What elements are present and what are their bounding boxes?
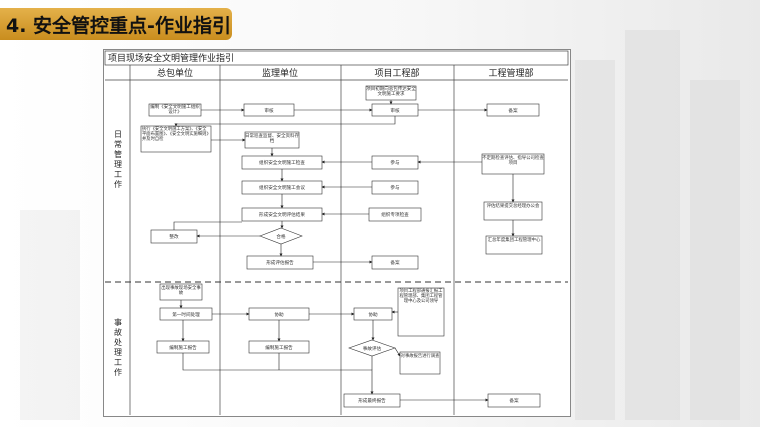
svg-text:编制施工报告: 编制施工报告 <box>169 344 197 351</box>
svg-text:组织安全文明施工会议: 组织安全文明施工会议 <box>259 184 305 191</box>
svg-text:形成安全文明评估结果: 形成安全文明评估结果 <box>259 211 305 218</box>
svg-text:事故评估: 事故评估 <box>363 345 382 352</box>
node-n10: 组织安全文明施工会议 <box>241 180 323 195</box>
flowchart-sheet: 项目现场安全文明管理作业指引 总包单位 监理单位 项目工程部 工程管理部 日常管… <box>103 49 571 417</box>
node-n15: 评估结果提交总经理办公会 <box>483 201 543 221</box>
svg-text:组织专项检查: 组织专项检查 <box>381 211 409 218</box>
slide-title: 4. 安全管控重点-作业指引 <box>6 14 231 37</box>
node-n13: 形成安全文明评估结果 <box>241 207 323 222</box>
node-n9: 参与 <box>371 155 419 170</box>
node-n8: 组织安全文明施工检查 <box>241 155 323 170</box>
svg-text:编制施工报告: 编制施工报告 <box>265 344 293 351</box>
node-n23: 协助 <box>248 307 310 321</box>
svg-text:合格: 合格 <box>276 233 286 240</box>
svg-text:备案: 备案 <box>390 259 400 266</box>
svg-text:第一时间处理: 第一时间处理 <box>172 311 200 318</box>
node-n30: 形成最终报告 <box>343 393 401 408</box>
node-n20: 备案 <box>371 255 419 270</box>
node-n25: 项目工程部通报汇报工程管理部、集团工程管理中心及公司领导 <box>397 287 445 337</box>
node-n4: 审核 <box>371 103 419 117</box>
svg-text:组织安全文明施工检查: 组织安全文明施工检查 <box>259 159 305 166</box>
svg-text:备案: 备案 <box>509 397 519 404</box>
node-n26: 编制施工报告 <box>156 340 210 354</box>
background-building <box>690 80 740 420</box>
svg-text:参与: 参与 <box>390 159 400 166</box>
node-n18: 汇总年度集团工程管理中心 <box>485 235 543 255</box>
svg-text:备案: 备案 <box>508 107 518 114</box>
svg-text:整改: 整改 <box>169 233 179 240</box>
node-n21: 出现事故现场安全事故 <box>159 283 203 301</box>
column-header-project-dept: 项目工程部 <box>374 67 419 79</box>
flowchart-title: 项目现场安全文明管理作业指引 <box>108 52 234 64</box>
node-n29: 对事故报告进行调查 <box>399 351 441 375</box>
node-n1: 项目初期向总包传达安全文明施工要求 <box>365 85 417 101</box>
section-label-daily: 日常管理工作 <box>114 130 123 190</box>
column-header-supervisor: 监理单位 <box>262 67 298 79</box>
node-n2: 编制《安全文明施工组织设计》 <box>148 103 202 117</box>
svg-text:形成评估报告: 形成评估报告 <box>266 259 294 266</box>
column-header-general-contractor: 总包单位 <box>157 67 193 79</box>
node-n7: 日常巡查监督、安全资料存档 <box>244 131 300 149</box>
background-building <box>575 60 615 420</box>
node-n12: 不定期检查评估、指导公司检查项目 <box>481 153 545 175</box>
svg-text:参与: 参与 <box>390 184 400 191</box>
node-n3: 审核 <box>243 103 295 117</box>
column-header-engineering-dept: 工程管理部 <box>488 67 533 79</box>
flowchart: 项目现场安全文明管理作业指引 总包单位 监理单位 项目工程部 工程管理部 日常管… <box>104 50 569 415</box>
node-n22: 第一时间处理 <box>159 307 213 321</box>
svg-text:协助: 协助 <box>274 311 284 318</box>
node-n11: 参与 <box>371 180 419 195</box>
node-n14: 组织专项检查 <box>368 207 422 222</box>
node-n17: 合格 <box>259 227 303 245</box>
background-building <box>20 210 80 420</box>
node-n19: 形成评估报告 <box>246 255 314 270</box>
node-n31: 备案 <box>487 393 541 408</box>
section-label-accident: 事故处理工作 <box>114 317 123 378</box>
node-n27: 编制施工报告 <box>248 340 310 354</box>
connectors <box>173 100 515 402</box>
svg-text:审核: 审核 <box>390 107 400 114</box>
slide-title-bar: 4. 安全管控重点-作业指引 <box>0 8 232 40</box>
svg-text:协助: 协助 <box>368 311 378 318</box>
svg-text:形成最终报告: 形成最终报告 <box>358 397 386 404</box>
node-n16: 整改 <box>150 229 198 244</box>
node-n6: 执行《安全文明施工方案》、《安全平面布置图》、《安全文明实施细则》并及时自检 <box>140 125 212 153</box>
node-n5: 备案 <box>486 103 540 117</box>
background-building <box>625 30 680 420</box>
svg-text:审核: 审核 <box>264 107 274 114</box>
node-n24: 协助 <box>353 307 393 321</box>
node-n28: 事故评估 <box>348 339 396 357</box>
